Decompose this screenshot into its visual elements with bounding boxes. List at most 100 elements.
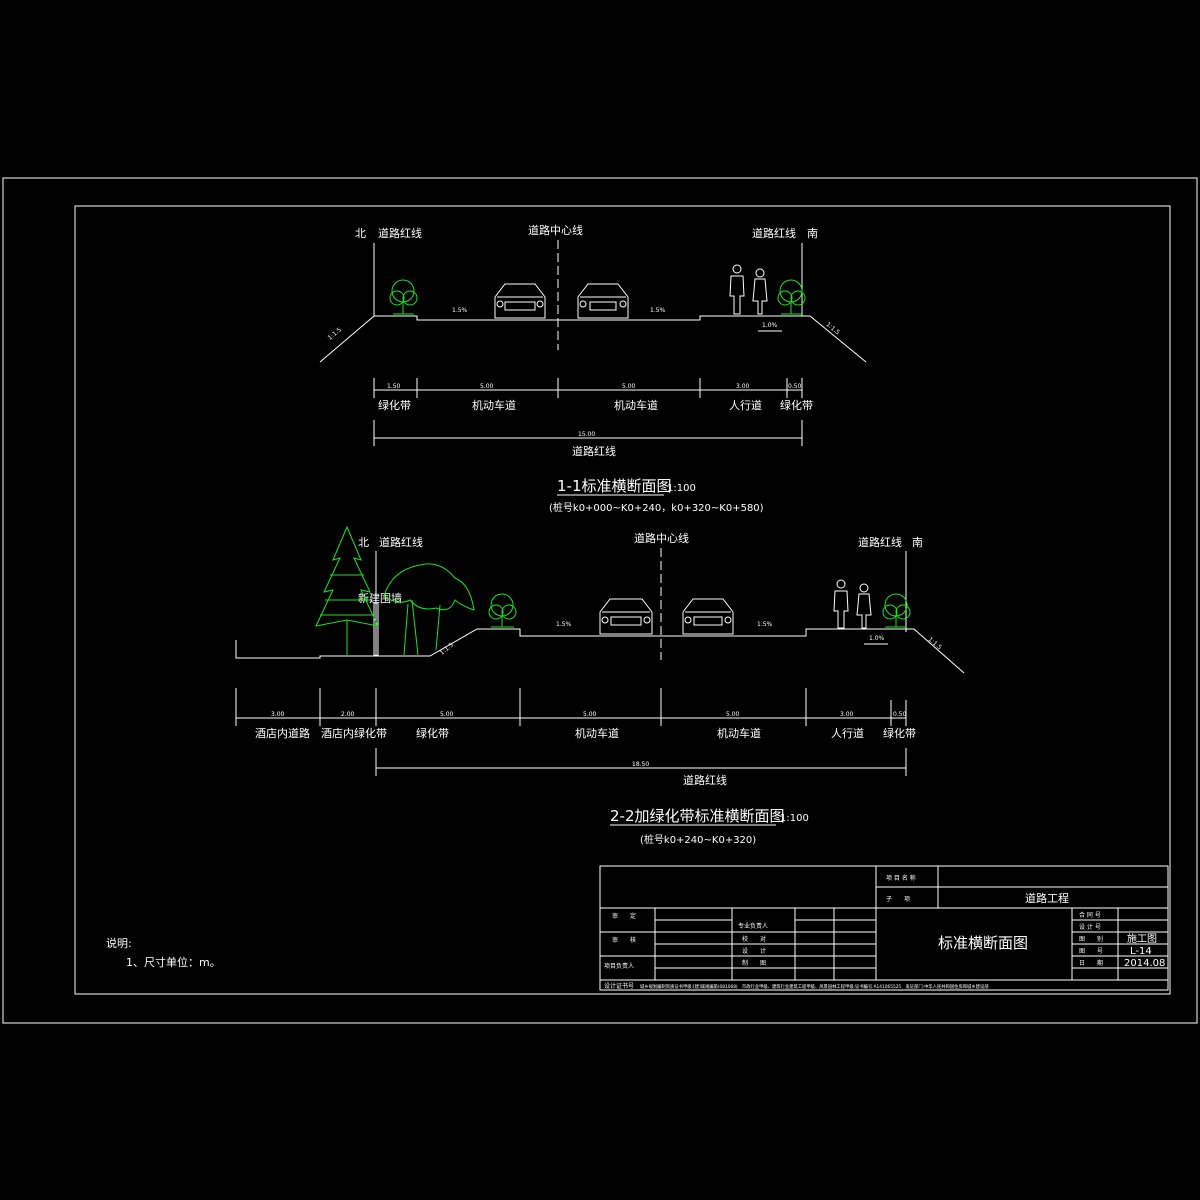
approve-label: 审 定 bbox=[612, 912, 636, 920]
segment-label: 绿化带 bbox=[378, 398, 411, 412]
sub-item-label: 子 项 bbox=[886, 896, 910, 903]
wall-icon bbox=[373, 602, 379, 656]
segment-label: 酒店内绿化带 bbox=[321, 726, 387, 740]
drawing-title: 标准横断面图 bbox=[938, 934, 1028, 952]
grade-right: 1.5% bbox=[650, 307, 666, 314]
section-scale: 1:100 bbox=[667, 483, 696, 494]
total-label: 道路红线 bbox=[683, 773, 727, 787]
project-lead-label: 项目负责人 bbox=[604, 962, 634, 970]
section-2: 北 道路红线 道路中心线 道路红线 南 1:1.5 1:1.5 1.5% 1.5… bbox=[235, 525, 965, 846]
section-title: 2-2加绿化带标准横断面图 bbox=[610, 807, 785, 825]
project-name-label: 项 目 名 称 bbox=[886, 874, 916, 882]
ground-profile bbox=[235, 628, 965, 674]
dim-value: 1.50 bbox=[387, 383, 401, 390]
cert-label: 设计证书号 bbox=[604, 982, 634, 990]
shrub-icon bbox=[882, 593, 911, 628]
date-value: 2014.08 bbox=[1124, 958, 1165, 969]
car-icon bbox=[599, 598, 653, 635]
dim-value: 2.00 bbox=[341, 711, 355, 718]
inner-frame bbox=[74, 205, 1171, 995]
section-stake: (桩号k0+240~K0+320) bbox=[640, 833, 756, 846]
pedestrian-icon bbox=[752, 268, 768, 315]
segment-label: 机动车道 bbox=[575, 726, 619, 740]
dim-value: 5.00 bbox=[480, 383, 494, 390]
dim-value: 0.50 bbox=[788, 383, 802, 390]
dim-value: 5.00 bbox=[440, 711, 454, 718]
slope-left: 1:1.5 bbox=[327, 326, 343, 341]
segment-label: 机动车道 bbox=[472, 398, 516, 412]
pedestrian-icon bbox=[856, 583, 872, 629]
north-label: 北 bbox=[355, 227, 366, 240]
sub-item-value: 道路工程 bbox=[1025, 891, 1069, 905]
segment-label: 人行道 bbox=[729, 398, 762, 412]
red-line-left-label: 道路红线 bbox=[378, 226, 422, 240]
car-icon bbox=[682, 598, 734, 635]
shrub-icon bbox=[488, 593, 517, 628]
shrub-icon bbox=[777, 279, 806, 315]
outer-frame bbox=[2, 177, 1198, 1024]
drawing-no-label: 图 号 bbox=[1079, 948, 1103, 955]
center-line-label: 道路中心线 bbox=[634, 531, 689, 545]
total-width: 15.00 bbox=[578, 431, 595, 438]
segment-label: 绿化带 bbox=[780, 398, 813, 412]
section-title: 1-1标准横断面图 bbox=[557, 477, 672, 495]
section-1: 北 道路红线 道路中心线 道路红线 南 1:1.5 1:1.5 1.5% 1.5… bbox=[319, 223, 867, 514]
dim-value: 3.00 bbox=[736, 383, 750, 390]
segment-label: 绿化带 bbox=[416, 726, 449, 740]
dim-value: 3.00 bbox=[840, 711, 854, 718]
design-label: 设 计 bbox=[742, 947, 766, 955]
dim-value: 5.00 bbox=[622, 383, 636, 390]
title-block-frame bbox=[599, 865, 1169, 991]
drawing-type-label: 图 别 bbox=[1079, 935, 1103, 943]
south-label: 南 bbox=[807, 227, 818, 240]
title-block-grid bbox=[600, 866, 1168, 981]
segment-label: 人行道 bbox=[831, 726, 864, 740]
slope-right: 1:1.5 bbox=[927, 636, 943, 651]
broadleaf-tree-icon bbox=[383, 563, 475, 656]
pine-tree-icon bbox=[315, 525, 379, 655]
north-label: 北 bbox=[358, 536, 369, 549]
review-label: 审 核 bbox=[612, 936, 636, 944]
grade-right: 1.5% bbox=[757, 621, 773, 628]
car-icon bbox=[494, 283, 546, 319]
title-block: 项 目 名 称 子 项 道路工程 审 定 审 核 项目负责人 专业负责人 校 对… bbox=[599, 865, 1169, 991]
drawing-type-value: 施工图 bbox=[1127, 932, 1157, 945]
wall-label: 新建围墙 bbox=[358, 591, 402, 605]
drawing-no-value: L-14 bbox=[1130, 946, 1152, 957]
cert-text: 城乡规划编制资质证书甲级:[建]城规编第(081068) 市政行业甲级、建筑行业… bbox=[640, 983, 989, 990]
dim-ticks bbox=[373, 378, 803, 398]
check-label: 校 对 bbox=[742, 935, 766, 943]
pedestrian-icon bbox=[729, 264, 745, 315]
contract-no-label: 合 同 号 bbox=[1079, 911, 1101, 919]
grade-walk: 1.0% bbox=[762, 322, 778, 329]
south-label: 南 bbox=[912, 536, 923, 549]
ground-profile bbox=[319, 315, 867, 363]
segment-label: 酒店内道路 bbox=[255, 726, 310, 740]
car-icon bbox=[577, 283, 629, 319]
design-no-label: 设 计 号 bbox=[1079, 923, 1101, 931]
red-line-right-label: 道路红线 bbox=[752, 226, 796, 240]
red-line-right-label: 道路红线 bbox=[858, 535, 902, 549]
pedestrian-icon bbox=[833, 579, 849, 629]
draw-label: 制 图 bbox=[742, 959, 766, 967]
shrub-icon bbox=[389, 279, 418, 315]
slope-left: 1:1.5 bbox=[439, 641, 455, 656]
section-scale: 1:100 bbox=[780, 813, 809, 824]
total-width: 18.50 bbox=[632, 761, 649, 768]
center-line-label: 道路中心线 bbox=[528, 223, 583, 237]
dim-value: 0.50 bbox=[893, 711, 907, 718]
segment-label: 机动车道 bbox=[614, 398, 658, 412]
grade-left: 1.5% bbox=[556, 621, 572, 628]
dim-value: 5.00 bbox=[583, 711, 597, 718]
dim-value: 3.00 bbox=[271, 711, 285, 718]
section-stake: (桩号k0+000~K0+240，k0+320~K0+580) bbox=[549, 501, 764, 514]
segment-label: 绿化带 bbox=[883, 726, 916, 740]
date-label: 日 期 bbox=[1079, 959, 1103, 967]
grade-walk: 1.0% bbox=[869, 635, 885, 642]
segment-label: 机动车道 bbox=[717, 726, 761, 740]
total-label: 道路红线 bbox=[572, 444, 616, 458]
dim-value: 5.00 bbox=[726, 711, 740, 718]
red-line-left-label: 道路红线 bbox=[379, 535, 423, 549]
grade-left: 1.5% bbox=[452, 307, 468, 314]
